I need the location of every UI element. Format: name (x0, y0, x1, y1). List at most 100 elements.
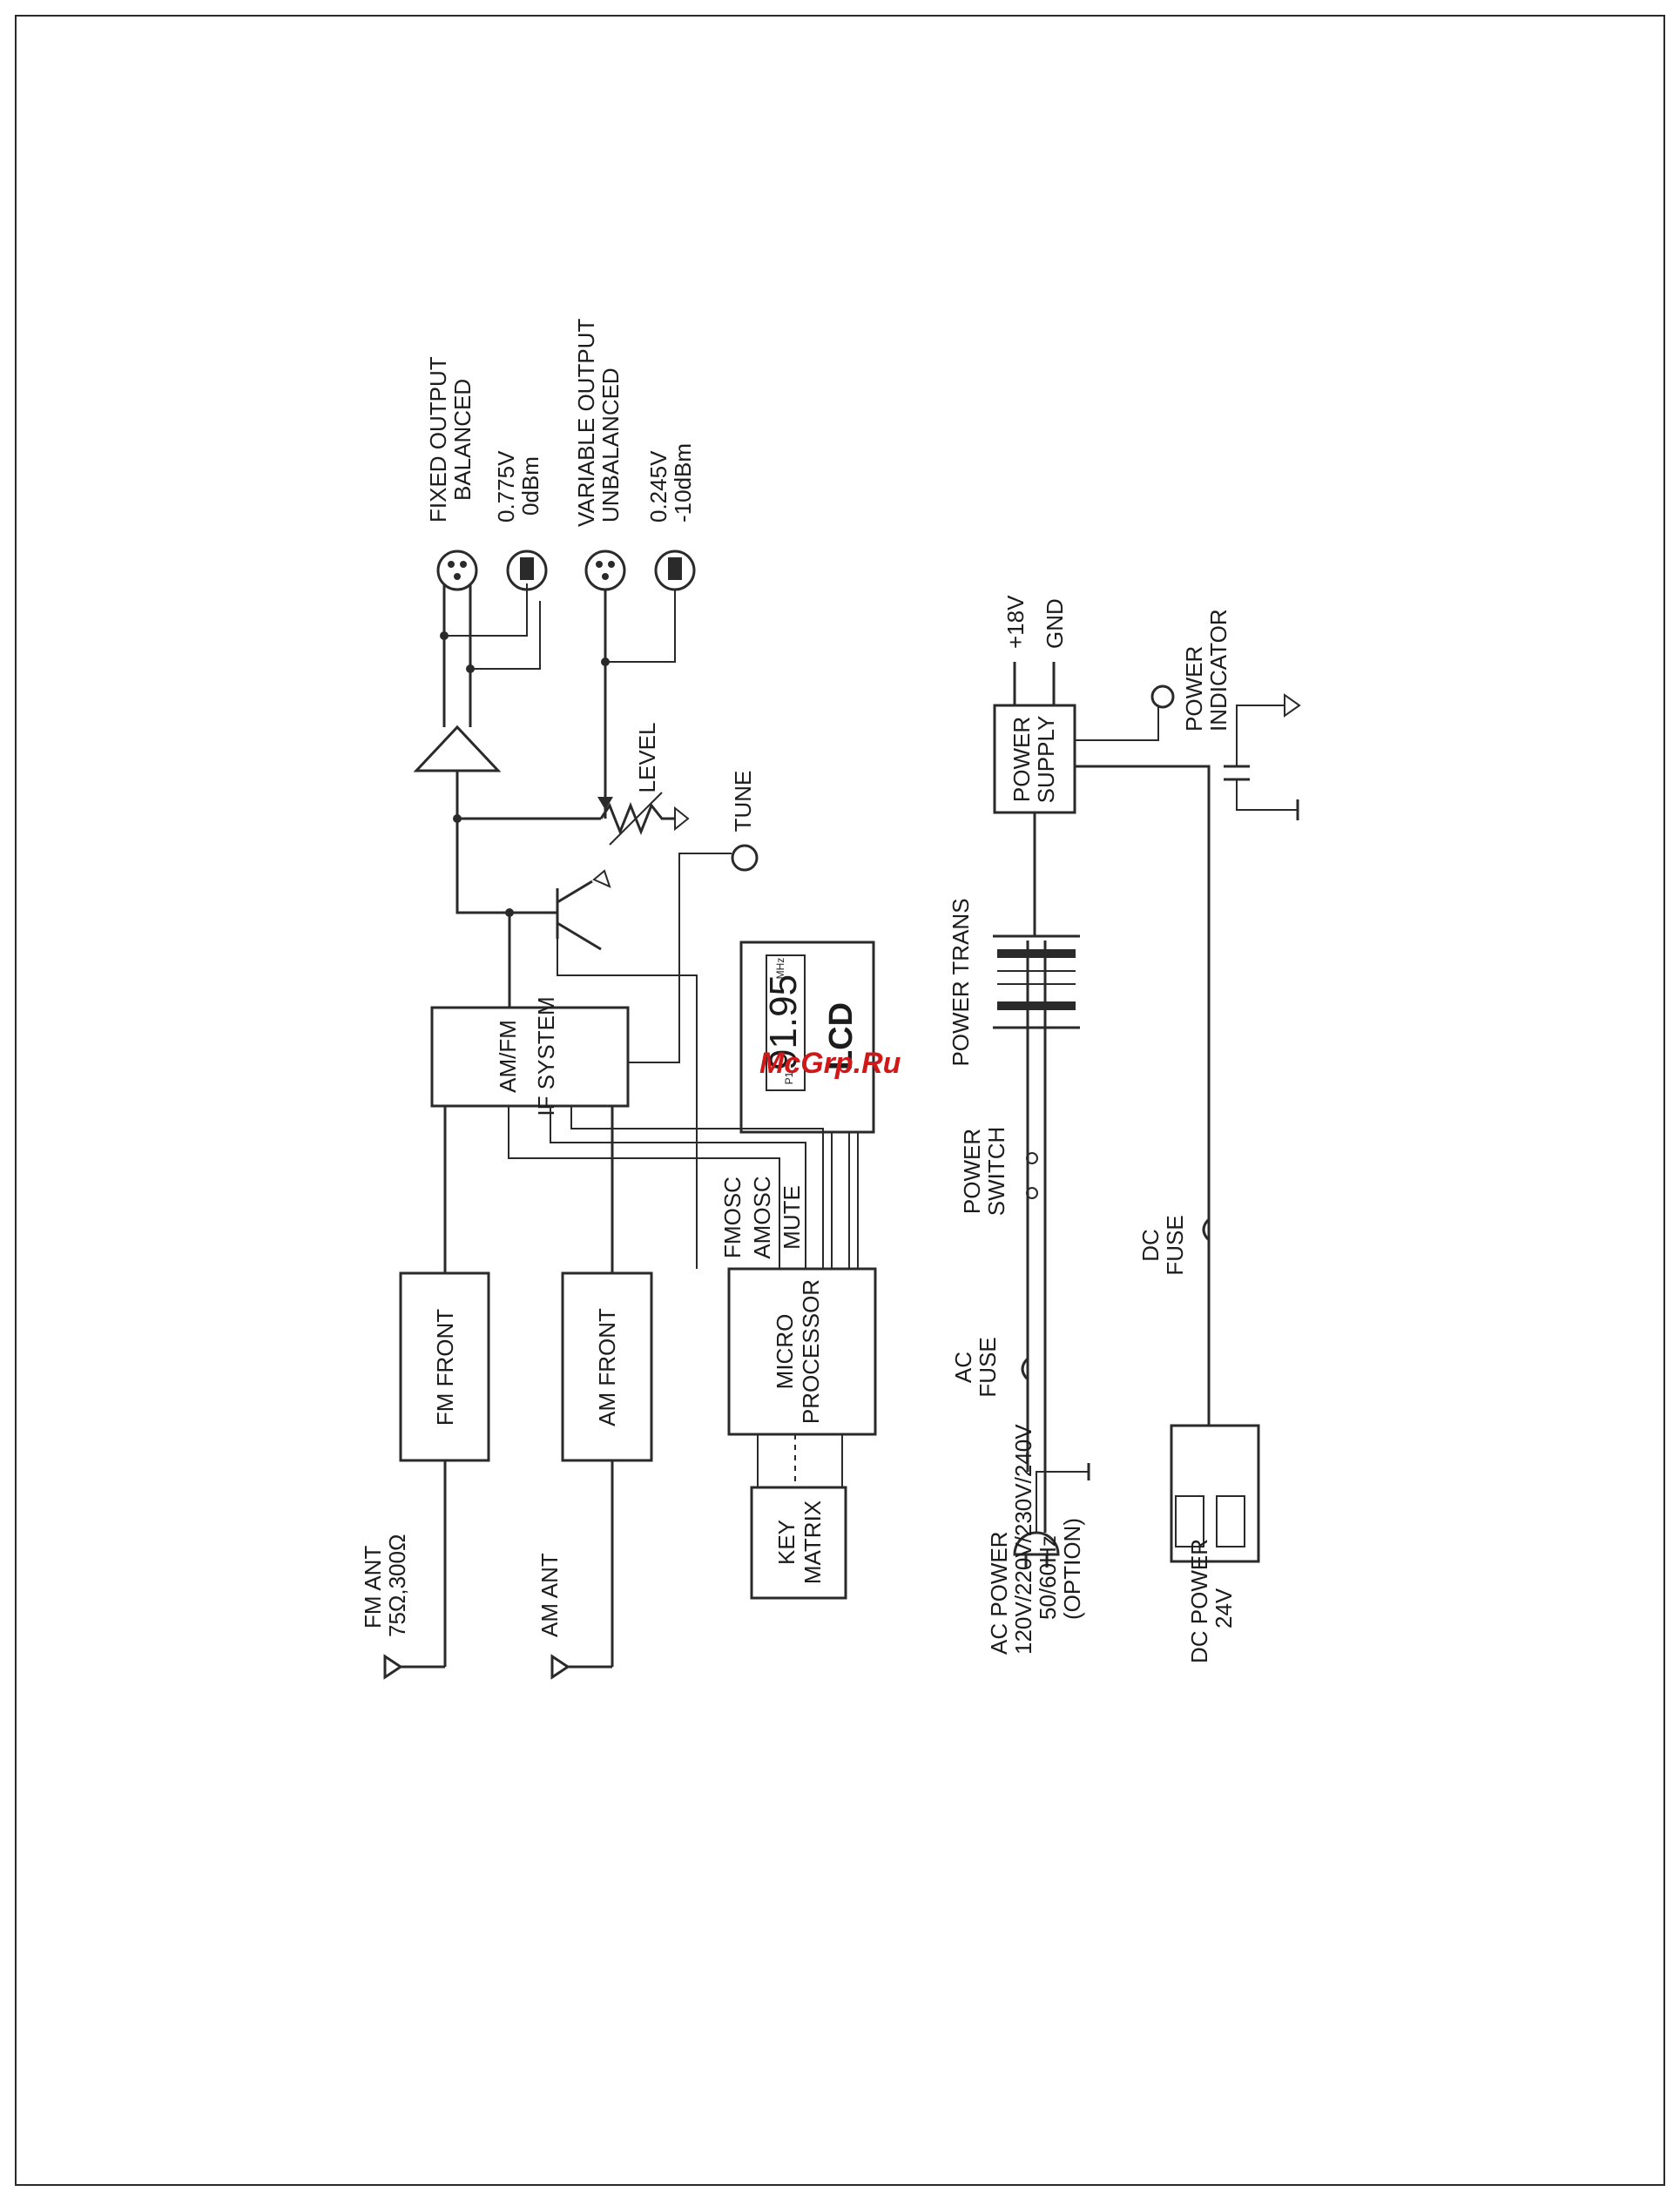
tune-label: TUNE (730, 771, 756, 833)
amosc-line (550, 1106, 806, 1269)
ac-power-label-4: (OPTION) (1059, 1518, 1085, 1620)
watermark: McGrp.Ru (759, 1047, 901, 1080)
power-supply-label-2: SUPPLY (1033, 716, 1059, 804)
ground-wire (1236, 779, 1298, 811)
fmosc-label: FMOSC (719, 1177, 746, 1258)
lcd-block (739, 941, 875, 1134)
lcd-label: LCD (823, 1002, 860, 1070)
xlr-pin (608, 561, 615, 568)
variable-level-label-2: -10dBm (670, 443, 696, 523)
micro-label-1: MICRO (772, 1314, 798, 1390)
fm-antenna-icon (383, 1654, 403, 1680)
am-front-label: AM FRONT (594, 1308, 620, 1426)
output-amplifier-icon (413, 725, 502, 772)
power-led-icon (1150, 684, 1175, 709)
level-pot-arrow (609, 792, 663, 846)
level-wiper-arrow (597, 797, 613, 810)
fixed-jack-wire-1 (444, 583, 528, 637)
fixed-level-label-1: 0.775V (493, 450, 519, 523)
fixed-output-label-2: BALANCED (449, 379, 476, 501)
ac-power-label-1: AC POWER (986, 1531, 1012, 1655)
jack-plug (520, 557, 534, 580)
xlr-pin (454, 573, 461, 580)
dc-terminal-1 (1175, 1495, 1204, 1548)
indicator-ground-wire (1236, 705, 1285, 766)
fm-ant-label-2: 75Ω,300Ω (384, 1534, 410, 1637)
microprocessor-block (727, 1267, 877, 1436)
chassis-ground-icon (1284, 693, 1301, 718)
mute-label: MUTE (779, 1185, 805, 1250)
amosc-label: AMOSC (749, 1176, 775, 1258)
fm-front-label: FM FRONT (432, 1309, 458, 1426)
am-front-block (561, 1271, 653, 1462)
fixed-output-label-1: FIXED OUTPUT (425, 356, 451, 523)
transistor-control-line (557, 939, 698, 1269)
indicator-wire (1075, 705, 1159, 741)
dc-fuse-label-2: FUSE (1162, 1215, 1188, 1275)
key-label-1: KEY (773, 1520, 800, 1565)
power-switch-label-2: SWITCH (983, 1127, 1009, 1217)
lcd-display-unit: MHz (774, 958, 786, 980)
fixed-jack-icon (506, 550, 548, 591)
power-switch-contact (1026, 1187, 1038, 1199)
fixed-level-label-2: 0dBm (517, 456, 543, 516)
junction-dot-5 (601, 657, 610, 666)
transformer-core-2 (997, 1001, 1076, 1010)
am-ant-label: AM ANT (536, 1553, 563, 1637)
dc-fuse-label-1: DC (1137, 1229, 1164, 1262)
power-trans-label: POWER TRANS (948, 898, 974, 1066)
variable-xlr-female-icon (584, 550, 626, 591)
page-frame (15, 15, 1665, 2186)
gnd-label: GND (1042, 598, 1068, 649)
level-pot-icon (599, 801, 675, 836)
ac-power-label-3: 50/60Hz (1035, 1535, 1061, 1620)
if-label-2: IF SYSTEM (533, 996, 559, 1116)
transformer-core-1 (997, 949, 1076, 958)
ac-ground-wire (1036, 1471, 1089, 1533)
dc-fuse-icon (1202, 1217, 1211, 1242)
power-switch-icon (1026, 1152, 1038, 1164)
am-antenna-icon (550, 1654, 570, 1680)
power-indicator-label-1: POWER (1181, 646, 1207, 732)
ac-power-label-2: 120V/220V/230V/240V (1010, 1424, 1036, 1655)
xlr-pin (460, 561, 467, 568)
jack-plug (668, 557, 682, 580)
if-system-block (430, 1006, 630, 1108)
transistor-ground-icon (592, 869, 611, 888)
dc-power-label-1: DC POWER (1186, 1539, 1212, 1663)
power-supply-label-1: POWER (1009, 717, 1035, 802)
transistor-collector (557, 880, 593, 904)
power-indicator-label-2: INDICATOR (1205, 609, 1231, 732)
lcd-display-window (766, 954, 806, 1091)
lcd-display-value: 91.95 (762, 974, 805, 1070)
if-label-1: AM/FM (495, 1020, 521, 1093)
xlr-pin (602, 573, 609, 580)
fm-ant-label-1: FM ANT (360, 1546, 386, 1628)
tune-line (628, 853, 732, 1063)
key-matrix-block (750, 1486, 847, 1600)
variable-output-label-2: UNBALANCED (597, 368, 624, 523)
transistor-emitter (557, 921, 602, 951)
var-jack-wire (605, 590, 676, 663)
dc-line (1075, 765, 1211, 1426)
ac-fuse-label-1: AC (950, 1352, 976, 1383)
power-supply-block (993, 704, 1076, 814)
power-switch-label-1: POWER (959, 1129, 985, 1214)
variable-level-label-1: 0.245V (645, 450, 671, 523)
level-label: LEVEL (634, 723, 660, 793)
lcd-display-preset: P1 (783, 1071, 795, 1084)
plus18v-label: +18V (1002, 595, 1029, 649)
level-pot-ground (674, 806, 690, 832)
ac-fuse-label-2: FUSE (975, 1337, 1001, 1397)
fixed-xlr-female-icon (436, 550, 478, 591)
fixed-jack-wire-2 (470, 601, 541, 670)
xlr-pin (596, 561, 603, 568)
tune-led-icon (731, 844, 759, 872)
mute-line (508, 1106, 780, 1269)
ac-plug-icon (1013, 1531, 1060, 1556)
dc-power-label-2: 24V (1211, 1588, 1237, 1628)
variable-output-label-1: VARIABLE OUTPUT (573, 319, 599, 527)
dc-terminal-2 (1216, 1495, 1245, 1548)
